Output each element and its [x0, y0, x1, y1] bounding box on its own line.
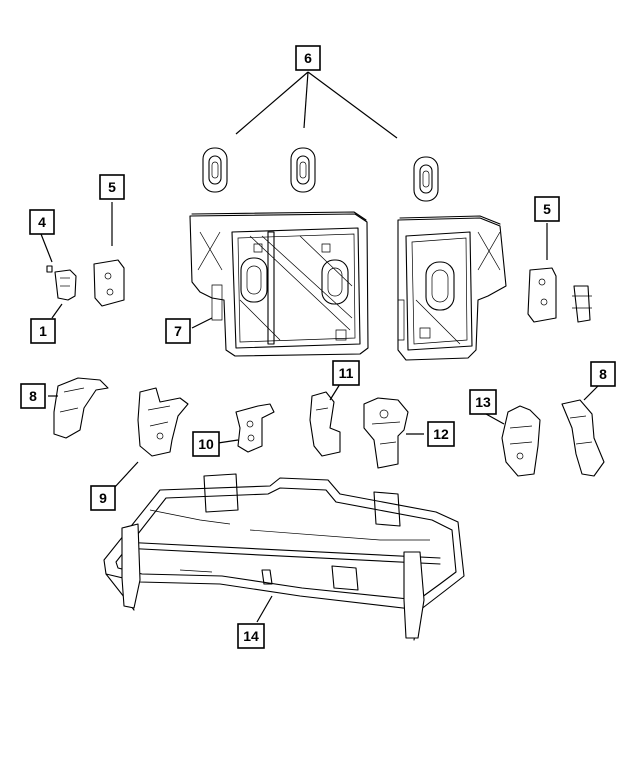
- callout-5-left-label: 5: [108, 179, 116, 195]
- callout-4: 4: [29, 209, 55, 235]
- callout-14: 14: [237, 623, 265, 649]
- callout-1-label: 1: [39, 323, 47, 339]
- callout-6-label: 6: [304, 50, 312, 66]
- callout-13: 13: [469, 389, 497, 415]
- callout-8-left: 8: [20, 383, 46, 409]
- callout-8-right-label: 8: [599, 366, 607, 382]
- leader-10: [217, 439, 239, 444]
- part-12-latch: [363, 397, 409, 469]
- callout-14-label: 14: [243, 628, 259, 644]
- leader-13: [485, 413, 505, 425]
- grommet-left: [202, 147, 228, 193]
- leader-6c: [307, 71, 398, 139]
- part-grommets: [202, 147, 439, 202]
- grommet-right: [413, 156, 439, 202]
- callout-6: 6: [295, 45, 321, 71]
- callout-12: 12: [427, 421, 455, 447]
- part-10-hinge: [235, 403, 275, 453]
- leader-9: [113, 461, 139, 489]
- part-5-bracket-right: [527, 267, 592, 323]
- part-11-cover: [309, 391, 341, 457]
- leader-6a: [235, 71, 309, 135]
- callout-11-label: 11: [339, 365, 354, 381]
- callout-11: 11: [332, 360, 360, 386]
- part-14-frame: [103, 473, 465, 641]
- callout-8-right: 8: [590, 361, 616, 387]
- part-seat-back-left: [189, 211, 369, 357]
- leader-7: [191, 317, 213, 329]
- callout-5-left: 5: [99, 174, 125, 200]
- leader-1: [51, 303, 63, 319]
- callout-13-label: 13: [475, 394, 491, 410]
- callout-12-label: 12: [433, 426, 449, 442]
- part-8-cover-right: [561, 399, 605, 477]
- leader-11: [329, 383, 341, 401]
- leader-14: [256, 595, 273, 623]
- callout-1: 1: [30, 318, 56, 344]
- callout-10: 10: [192, 431, 220, 457]
- callout-10-label: 10: [198, 436, 214, 452]
- grommet-middle: [290, 147, 316, 193]
- part-9-bracket: [137, 387, 189, 457]
- leader-4: [40, 233, 53, 263]
- callout-4-label: 4: [38, 214, 46, 230]
- callout-9-label: 9: [99, 490, 107, 506]
- callout-5-right: 5: [534, 196, 560, 222]
- part-seat-back-right: [397, 215, 507, 361]
- callout-5-right-label: 5: [543, 201, 551, 217]
- callout-7-label: 7: [174, 323, 182, 339]
- leader-6b: [303, 71, 309, 129]
- part-4-clip: [46, 265, 77, 301]
- leader-lines: [40, 71, 599, 623]
- callout-8-left-label: 8: [29, 388, 37, 404]
- callouts: 1 4 5 5 6 7 8 8: [20, 45, 616, 649]
- callout-7: 7: [165, 318, 191, 344]
- part-5-bracket-left: [93, 259, 125, 307]
- callout-9: 9: [90, 485, 116, 511]
- part-13-bracket: [501, 405, 541, 477]
- part-8-cover-left: [53, 377, 109, 439]
- leader-8b: [583, 385, 599, 401]
